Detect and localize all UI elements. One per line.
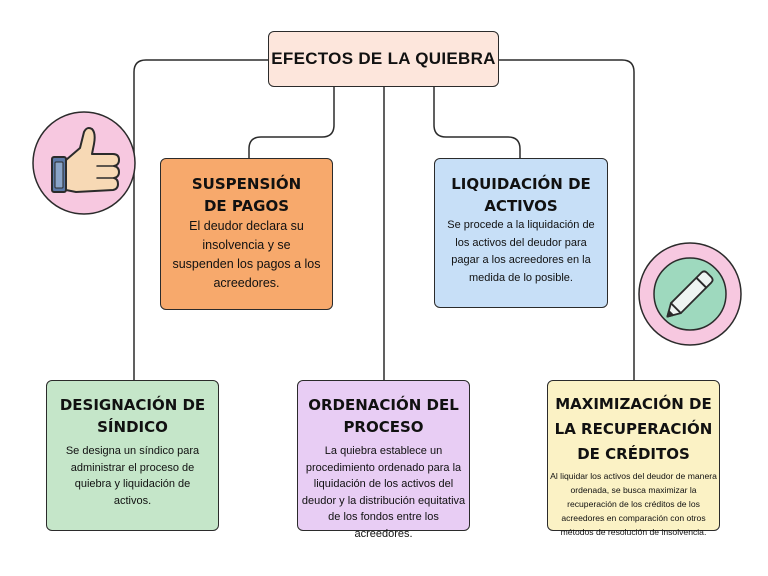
card-title: SUSPENSIÓN DE PAGOS [191,175,302,215]
connector-to-liquidation [433,87,521,158]
diagram-title: EFECTOS DE LA QUIEBRA [268,31,499,87]
card-title: LIQUIDACIÓN DE ACTIVOS [451,175,591,215]
card-text: Al liquidar los activos del deudor de ma… [550,471,717,537]
card-maximizacion-recuperacion: MAXIMIZACIÓN DE LA RECUPERACIÓN DE CRÉDI… [547,380,720,537]
card-designacion-de-sindico: DESIGNACIÓN DE SÍNDICO Se designa un sín… [46,380,219,531]
card-title: ORDENACIÓN DEL PROCESO [308,396,459,436]
card-text: El deudor declara su insolvencia y se su… [172,219,321,290]
card-text: La quiebra establece un procedimiento or… [301,445,466,540]
card-ordenacion-del-proceso: ORDENACIÓN DEL PROCESO La quiebra establ… [297,380,470,540]
connector-to-maximizacion [499,59,635,380]
card-title: MAXIMIZACIÓN DE LA RECUPERACIÓN DE CRÉDI… [554,395,713,463]
thumbs-up-icon [32,111,136,215]
card-title: DESIGNACIÓN DE SÍNDICO [59,396,206,436]
card-liquidacion-de-activos: LIQUIDACIÓN DE ACTIVOS Se procede a la l… [434,158,608,308]
connector-to-suspension [248,87,335,158]
card-text: Se designa un síndico para administrar e… [65,445,200,507]
connector-to-sindico [133,59,268,380]
pencil-icon [638,242,742,346]
card-text: Se procede a la liquidación de los activ… [447,219,595,284]
card-suspension-de-pagos: SUSPENSIÓN DE PAGOS El deudor declara su… [160,158,333,310]
